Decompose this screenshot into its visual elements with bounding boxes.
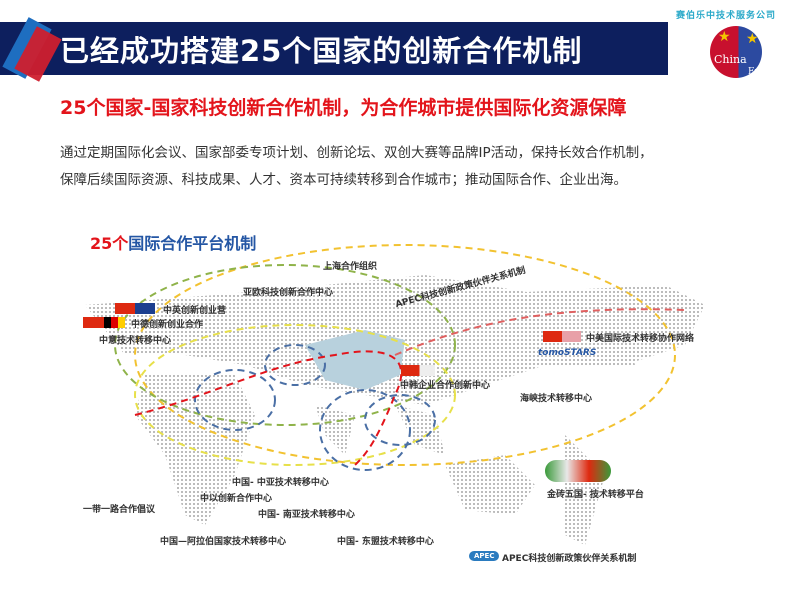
label-sco: 上海合作组织 [323, 262, 378, 272]
star-icon: ★ [746, 31, 759, 47]
title-bar [0, 22, 668, 75]
label-sino-italy: 中意技术转移中心 [99, 336, 172, 346]
pacific-route [394, 308, 686, 356]
region-circle [264, 344, 326, 386]
description-line: 通过定期国际化会议、国家部委专项计划、创新论坛、双创大赛等品牌IP活动，保持长效… [60, 145, 653, 161]
china-region [305, 330, 405, 390]
label-sino-us: 中美国际技术转移协作网络 [586, 334, 695, 344]
label-brics: 金砖五国- 技术转移平台 [547, 490, 644, 500]
brand-logo [710, 26, 762, 78]
label-central-asia: 中国- 中亚技术转移中心 [232, 478, 329, 488]
world-map-diagram: 25个国际合作平台机制 上海合作组织 亚欧科技创新合作中心 APEC科技创新政策… [65, 215, 745, 585]
description: 通过定期国际化会议、国家部委专项计划、创新论坛、双创大赛等品牌IP活动，保持长效… [60, 140, 760, 194]
asia-circle [134, 324, 456, 466]
label-asean: 中国- 东盟技术转移中心 [337, 537, 434, 547]
sco-circle [114, 264, 456, 426]
flag-cn-us [543, 331, 581, 342]
map-title: 25个国际合作平台机制 [90, 234, 257, 253]
label-south-asia: 中国- 南亚技术转移中心 [258, 510, 355, 520]
region-circle [319, 389, 411, 471]
description-line: 保障后续国际资源、科技成果、人才、资本可持续转移到合作城市；推动国际合作、企业出… [60, 172, 627, 188]
brand-eu-text: Eu [748, 67, 761, 77]
region-circle [364, 394, 436, 446]
apec-circle [134, 244, 676, 466]
tomostars-logo: tomoSTARS [538, 348, 597, 358]
map-graphic [85, 244, 705, 545]
label-sino-korea: 中韩企业合作创新中心 [400, 381, 491, 391]
flag-cn-uk [115, 303, 155, 314]
page-title: 已经成功搭建25个国家的创新合作机制 [60, 34, 583, 68]
label-sino-german: 中德创新创业合作 [131, 320, 204, 330]
label-sino-uk: 中英创新创业营 [163, 306, 227, 316]
brics-flags-icon [545, 460, 611, 482]
belt-road-route [134, 350, 403, 466]
flag-cn-kr [401, 365, 435, 376]
label-sino-israel: 中以创新合作中心 [200, 494, 273, 504]
label-arab: 中国—阿拉伯国家技术转移中心 [160, 537, 287, 547]
star-icon: ★ [718, 29, 731, 45]
brand-china-text: China [714, 53, 747, 66]
region-circle [194, 369, 276, 431]
label-asia-europe: 亚欧科技创新合作中心 [243, 288, 334, 298]
apec-logo: APEC [469, 551, 500, 561]
label-belt-road: 一带一路合作倡议 [83, 505, 156, 515]
subtitle: 25个国家-国家科技创新合作机制，为合作城市提供国际化资源保障 [60, 97, 627, 119]
brand-company-name: 赛伯乐中技术服务公司 [676, 11, 777, 21]
flag-cn-de [83, 317, 125, 328]
label-strait: 海峡技术转移中心 [520, 394, 593, 404]
label-apec-bottom: APEC科技创新政策伙伴关系机制 [502, 554, 637, 564]
